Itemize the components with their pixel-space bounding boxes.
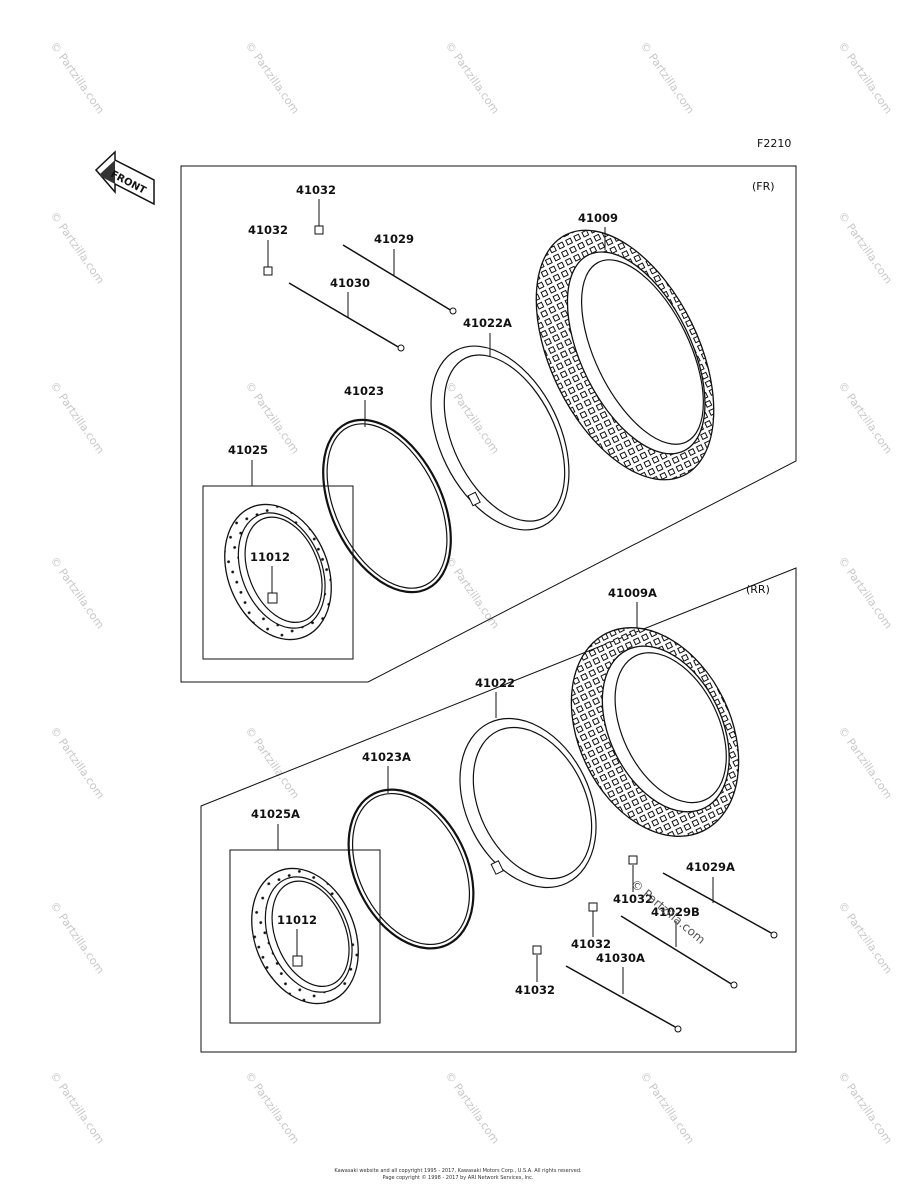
label-41030: 41030 (330, 276, 370, 290)
front-spoke-41029 (342, 244, 453, 312)
label-41023A: 41023A (362, 750, 411, 764)
watermark: © Partzilla.com (836, 39, 895, 116)
rear-spoke-41029B (620, 915, 734, 986)
label-41032-rear-2: 41032 (571, 937, 611, 951)
watermark: © Partzilla.com (443, 554, 502, 631)
label-41025A: 41025A (251, 807, 300, 821)
front-section-frame (180, 165, 797, 683)
watermark: © Partzilla.com (638, 1069, 697, 1146)
rear-nipple (532, 945, 542, 955)
front-nipple (263, 266, 273, 276)
rear-rim-lock (292, 955, 303, 967)
rear-rim-box (229, 849, 381, 1024)
rear-nipple (588, 902, 598, 912)
label-41029: 41029 (374, 232, 414, 246)
watermark: © Partzilla.com (48, 379, 107, 456)
rear-tube (459, 717, 597, 889)
label-11012-rear: 11012 (277, 913, 317, 927)
watermark: © Partzilla.com (443, 39, 502, 116)
front-section-tag: (FR) (752, 180, 775, 193)
rear-rim-band (347, 788, 475, 950)
label-41032: 41032 (248, 223, 288, 237)
label-41022: 41022 (475, 676, 515, 690)
rear-spoke-41029A (662, 872, 774, 935)
label-41032-top: 41032 (296, 183, 336, 197)
rear-section-tag: (RR) (746, 583, 770, 596)
label-41032-rear-3: 41032 (515, 983, 555, 997)
rear-nipple (628, 855, 638, 865)
watermark: © Partzilla.com (243, 39, 302, 116)
front-rim-lock (267, 592, 278, 604)
watermark: © Partzilla.com (48, 899, 107, 976)
watermark: © Partzilla.com (48, 724, 107, 801)
label-41009: 41009 (578, 211, 618, 225)
front-nipple (314, 225, 324, 235)
watermark: © Partzilla.com (638, 39, 697, 116)
front-rim (224, 503, 332, 641)
watermark: © Partzilla.com (836, 554, 895, 631)
watermark: © Partzilla.com (243, 724, 302, 801)
label-41030A: 41030A (596, 951, 645, 965)
label-41022A: 41022A (463, 316, 512, 330)
label-41009A: 41009A (608, 586, 657, 600)
watermark: © Partzilla.com (48, 39, 107, 116)
label-41029A: 41029A (686, 860, 735, 874)
watermark: © Partzilla.com (48, 554, 107, 631)
rear-spoke-41030A (565, 965, 678, 1029)
label-41023: 41023 (344, 384, 384, 398)
front-section: (FR) (180, 165, 797, 683)
label-41029B: 41029B (651, 905, 700, 919)
front-rim-box (202, 485, 354, 660)
watermark: © Partzilla.com (48, 1069, 107, 1146)
label-41032-rear-1: 41032 (613, 892, 653, 906)
front-spoke-41030 (288, 282, 401, 349)
watermark: © Partzilla.com (48, 209, 107, 286)
watermark: © Partzilla.com (243, 1069, 302, 1146)
rear-section: (RR) (200, 567, 797, 1053)
watermark: © Partzilla.com (836, 209, 895, 286)
label-11012: 11012 (250, 550, 290, 564)
rear-rim (251, 867, 359, 1005)
front-tube (430, 345, 570, 531)
watermark: © Partzilla.com (836, 1069, 895, 1146)
footer-copyright: Kawasaki website and all copyright 1995 … (334, 1168, 582, 1174)
rear-tire (570, 627, 740, 837)
label-41025: 41025 (228, 443, 268, 457)
front-rim-band (322, 418, 452, 594)
front-arrow-icon: FRONT (94, 150, 155, 206)
figure-code: F2210 (757, 137, 791, 150)
front-tire (535, 229, 715, 481)
watermark: © Partzilla.com (836, 724, 895, 801)
watermark: © Partzilla.com (836, 899, 895, 976)
watermark: © Partzilla.com (443, 1069, 502, 1146)
watermark: © Partzilla.com (836, 379, 895, 456)
footer-ari: Page copyright © 1998 - 2017 by ARI Netw… (383, 1174, 534, 1181)
